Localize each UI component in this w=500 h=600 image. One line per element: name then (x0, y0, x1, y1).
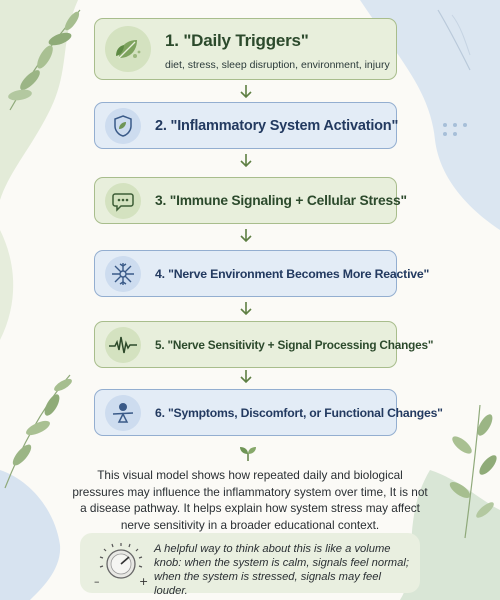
step-4-box: 4. "Nerve Environment Becomes More React… (94, 250, 429, 297)
knob-plus-label: + (139, 575, 148, 588)
nerve-cell-icon (105, 255, 141, 292)
arrow-down-icon (240, 154, 252, 168)
step-1-box: 1. "Daily Triggers" diet, stress, sleep … (94, 18, 397, 80)
chat-bubble-icon (105, 182, 141, 219)
arrow-down-icon (240, 370, 252, 384)
waveform-icon (105, 326, 141, 363)
arrow-down-icon (240, 302, 252, 316)
note-text: A helpful way to think about this is lik… (154, 543, 409, 597)
step-6-box: 6. "Symptoms, Discomfort, or Functional … (94, 389, 443, 436)
step-2-box: 2. "Inflammatory System Activation" (94, 102, 399, 149)
knob-minus-label: – (94, 575, 100, 588)
sprout-icon (240, 447, 256, 461)
volume-knob-note: – + A helpful way to think about this is… (80, 533, 420, 597)
shield-leaf-icon (105, 107, 141, 144)
leaf-decoration-top-left (8, 9, 81, 111)
leaf-decoration-bottom-right (449, 404, 497, 539)
step-1-subtitle: diet, stress, sleep disruption, environm… (165, 59, 390, 71)
volume-knob-icon: – + (94, 543, 148, 588)
step-5-title: 5. "Nerve Sensitivity + Signal Processin… (155, 337, 434, 352)
step-1-title: 1. "Daily Triggers" (165, 31, 309, 50)
step-3-title: 3. "Immune Signaling + Cellular Stress" (155, 193, 407, 208)
leaf-decoration-top-right (437, 9, 471, 71)
arrow-down-icon (240, 85, 252, 99)
caption-text: This visual model shows how repeated dai… (72, 468, 428, 532)
leaf-icon (105, 26, 151, 72)
step-3-box: 3. "Immune Signaling + Cellular Stress" (94, 177, 407, 224)
step-6-title: 6. "Symptoms, Discomfort, or Functional … (155, 405, 443, 420)
step-2-title: 2. "Inflammatory System Activation" (155, 117, 399, 134)
dots-decoration (443, 123, 467, 136)
arrow-down-icon (240, 229, 252, 243)
step-5-box: 5. "Nerve Sensitivity + Signal Processin… (94, 321, 433, 368)
balance-icon (105, 394, 141, 431)
leaf-decoration-bottom-left (4, 374, 72, 489)
step-4-title: 4. "Nerve Environment Becomes More React… (155, 266, 430, 281)
